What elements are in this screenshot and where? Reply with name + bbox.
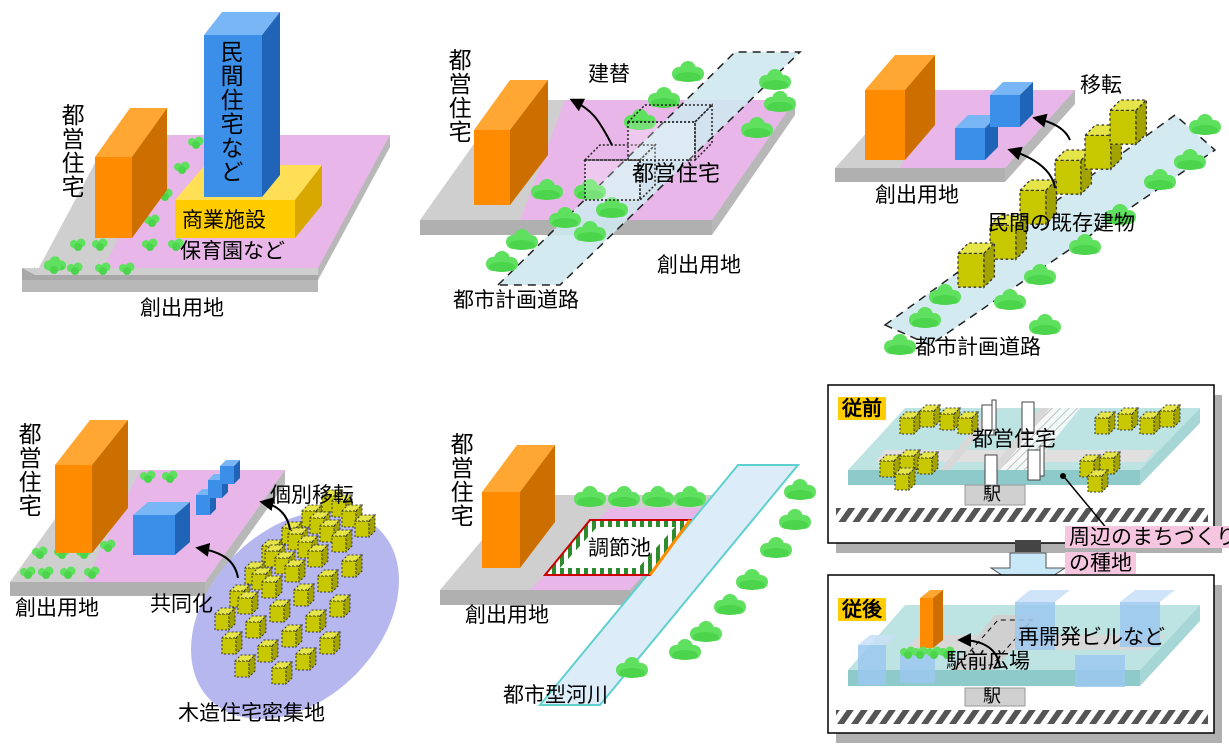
p2-road-label: 都市計画道路	[453, 288, 579, 312]
panel-3	[835, 55, 1221, 355]
p5-created-land-label: 創出用地	[465, 603, 549, 627]
p6-after-tag: 従後	[838, 598, 886, 621]
p3-road-label: 都市計画道路	[915, 335, 1041, 359]
p6-seed-land-line1: 周辺のまちづくり	[1065, 526, 1229, 548]
p1-created-land-label: 創出用地	[140, 296, 224, 320]
p2-created-land-label: 創出用地	[657, 253, 741, 277]
p5-tokyo-housing-label: 都営住宅	[446, 432, 473, 528]
p4-wooden-dense-label: 木造住宅密集地	[178, 701, 325, 725]
p6-seed-land-line2: の種地	[1065, 552, 1136, 574]
p6-redevelopment-label: 再開発ビルなど	[1018, 625, 1165, 649]
panel-6	[827, 384, 1222, 743]
p6-station-after-label: 駅	[983, 686, 1001, 707]
p4-joint-label: 共同化	[150, 592, 213, 616]
panel-4	[10, 420, 399, 719]
p5-urban-river-label: 都市型河川	[503, 683, 608, 707]
panel-1	[22, 12, 390, 292]
p2-rebuild-label: 建替	[588, 62, 630, 86]
p1-nursery-label: 保育園など	[180, 239, 285, 263]
p4-tokyo-housing-label: 都営住宅	[14, 422, 41, 518]
p4-created-land-label: 創出用地	[15, 596, 99, 620]
p1-tokyo-housing-label: 都営住宅	[57, 103, 84, 199]
panel-2	[420, 51, 802, 286]
p2-tokyo-housing-land-label: 都営住宅	[632, 162, 721, 187]
p3-created-land-label: 創出用地	[875, 183, 959, 207]
panel-5	[440, 445, 816, 706]
p6-tokyo-housing-label: 都営住宅	[972, 427, 1056, 451]
p6-before-tag: 従前	[838, 397, 886, 420]
p1-commercial-label: 商業施設	[178, 208, 270, 233]
p3-relocation-label: 移転	[1080, 73, 1122, 97]
p6-station-plaza-label: 駅前広場	[946, 649, 1030, 673]
p5-regulating-pond-label: 調節池	[588, 536, 651, 560]
p3-existing-buildings-label: 民間の既存建物	[988, 211, 1135, 235]
p2-tokyo-housing-label: 都営住宅	[444, 48, 471, 144]
p4-individual-relocation-label: 個別移転	[270, 483, 354, 507]
p6-station-before-label: 駅	[983, 484, 1001, 505]
p1-private-housing-label: 民間住宅など	[216, 40, 243, 184]
